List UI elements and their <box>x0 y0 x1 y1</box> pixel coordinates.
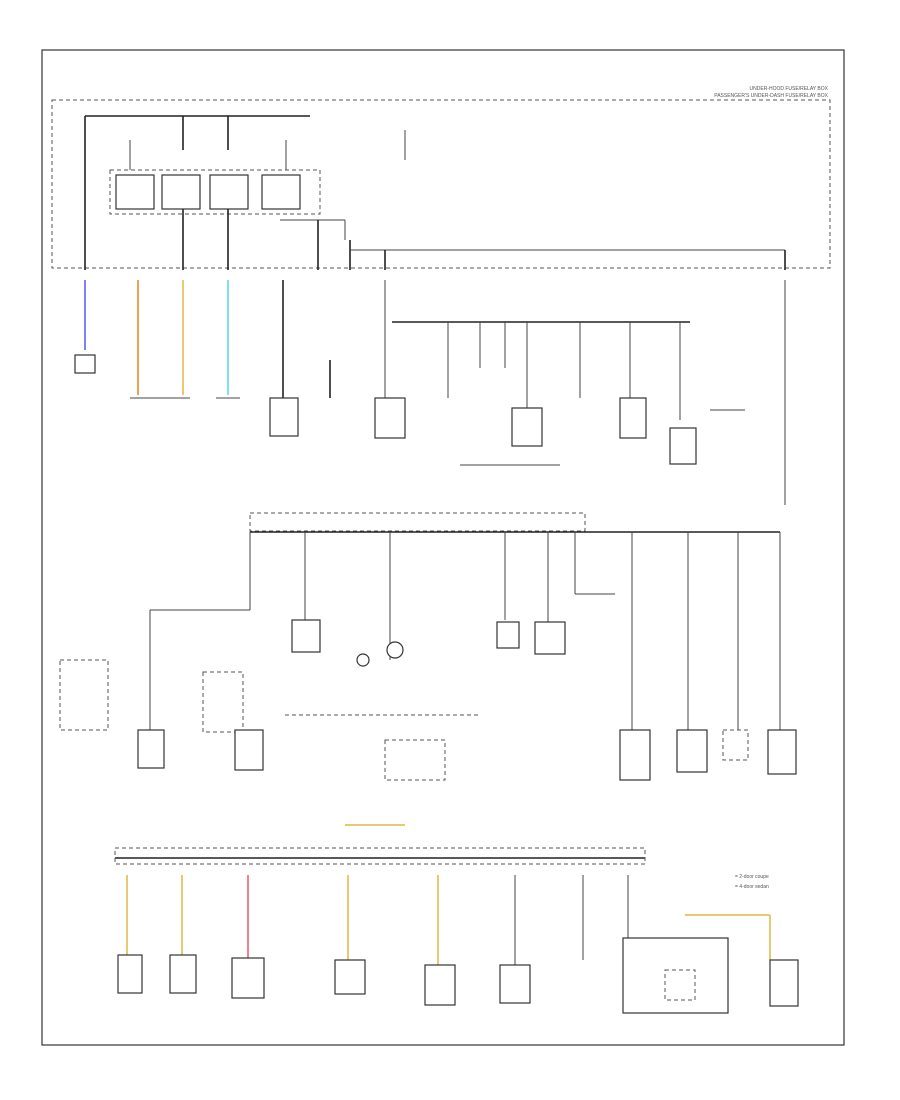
bottom-components <box>117 937 799 1014</box>
relay-modules <box>109 169 321 215</box>
legend-item-1: = 2-door coupe <box>735 874 769 880</box>
legend-item-2: = 4-door sedan <box>735 884 769 890</box>
second-bus <box>149 512 781 730</box>
fuse-box-top-bus <box>84 115 406 270</box>
fuse-box-outputs <box>182 209 786 270</box>
middle-section-wires <box>269 280 786 505</box>
lower-mid-components <box>59 659 797 781</box>
header-label-1: UNDER-HOOD FUSE/RELAY BOX <box>750 86 829 92</box>
component-1 <box>74 354 96 374</box>
diagram-frame <box>41 49 845 1046</box>
fuse-relay-box-outline <box>51 99 831 269</box>
legend: = 2-door coupe = 4-door sedan <box>735 874 769 890</box>
header-label-2: PASSENGER'S UNDER-DASH FUSE/RELAY BOX <box>714 93 828 99</box>
third-bus <box>114 824 771 965</box>
